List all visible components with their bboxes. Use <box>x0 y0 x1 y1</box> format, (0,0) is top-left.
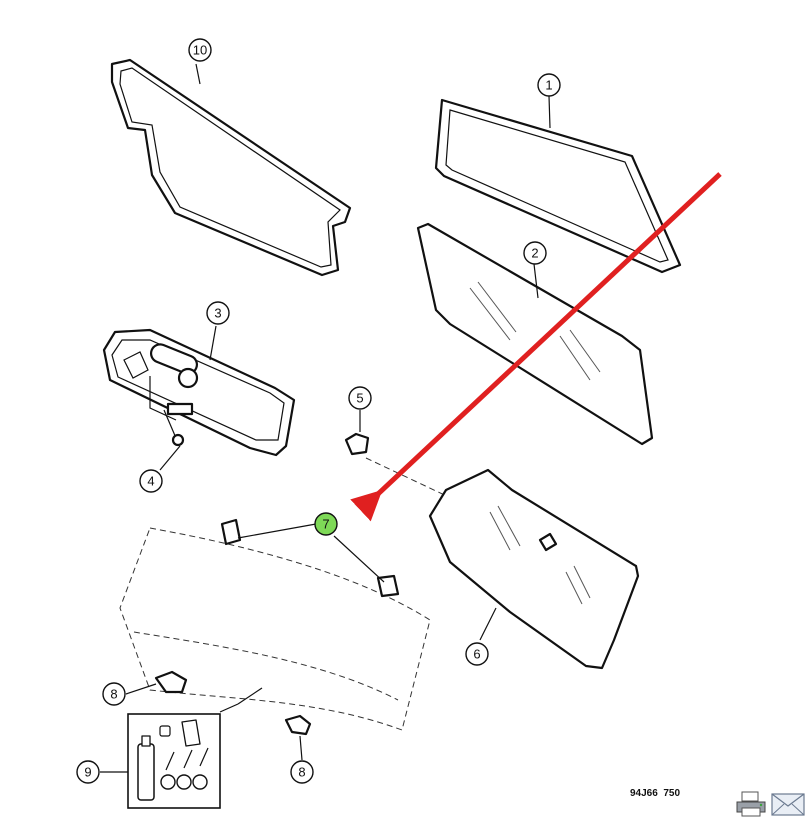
svg-text:3: 3 <box>214 306 221 321</box>
annotation-arrow <box>350 172 722 522</box>
svg-text:8: 8 <box>110 687 117 702</box>
callout-8-upper: 8 <box>102 682 126 706</box>
part-1-seal-frame <box>434 95 682 274</box>
part-9-adhesive-kit <box>100 687 263 809</box>
svg-text:10: 10 <box>193 43 207 58</box>
svg-text:4: 4 <box>147 474 154 489</box>
svg-text:7: 7 <box>322 517 329 532</box>
part-8-clip-lower <box>284 714 312 761</box>
svg-text:5: 5 <box>356 391 363 406</box>
callout-5: 5 <box>348 386 372 410</box>
callout-1: 1 <box>537 73 561 97</box>
svg-text:6: 6 <box>473 647 480 662</box>
part-4-screw <box>159 409 185 471</box>
svg-text:8: 8 <box>298 765 305 780</box>
callout-9: 9 <box>76 760 100 784</box>
part-3-mirror <box>102 325 296 457</box>
callout-7: 7 <box>314 512 338 536</box>
part-10-gasket <box>110 58 352 277</box>
envelope-icon[interactable] <box>770 790 806 818</box>
svg-text:2: 2 <box>531 246 538 261</box>
callout-10: 10 <box>188 38 212 62</box>
part-6-windshield-glass <box>428 468 640 670</box>
printer-icon[interactable] <box>734 790 768 818</box>
callout-4: 4 <box>139 469 163 493</box>
drawing-code: 94J66 750 <box>630 788 680 799</box>
callout-8-lower: 8 <box>290 760 314 784</box>
part-2-window-glass <box>416 222 654 446</box>
callout-6: 6 <box>465 642 489 666</box>
callout-3: 3 <box>206 301 230 325</box>
part-7-glass-outline <box>119 518 431 731</box>
callout-2: 2 <box>523 241 547 265</box>
svg-text:1: 1 <box>545 78 552 93</box>
svg-text:9: 9 <box>84 765 91 780</box>
part-8-clip-upper <box>125 670 188 695</box>
